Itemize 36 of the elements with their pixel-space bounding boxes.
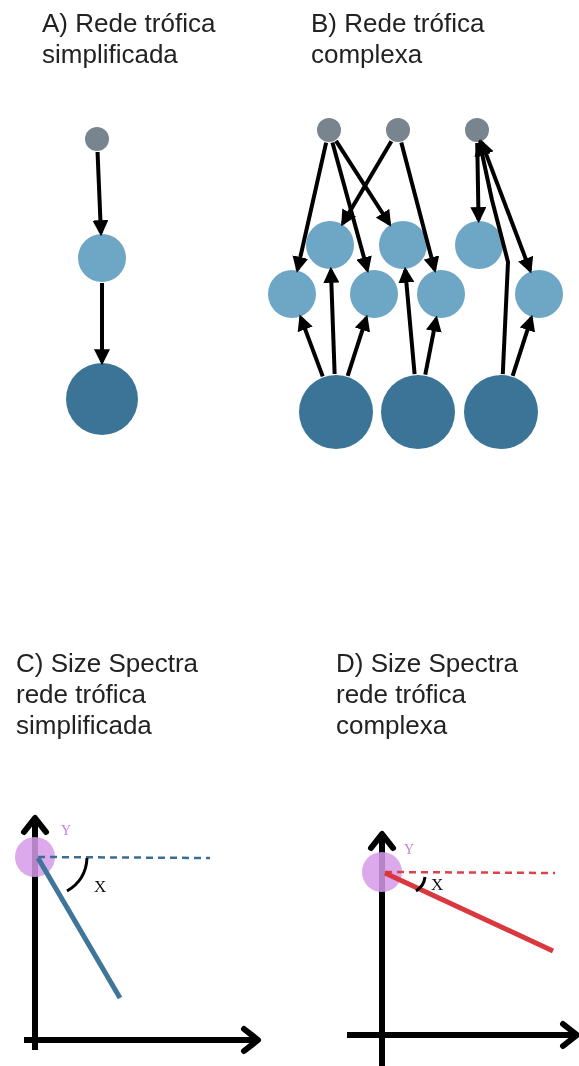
arrow <box>399 142 440 273</box>
panel-title: A) Rede trófica simplificada <box>42 8 217 70</box>
species-circle <box>379 221 427 269</box>
arrow <box>345 314 371 377</box>
axis-label: X <box>431 876 444 893</box>
species-circle <box>350 270 398 318</box>
arrow <box>478 139 534 274</box>
species-circle <box>78 234 126 282</box>
axis-label: X <box>94 878 107 895</box>
arrow <box>510 314 536 377</box>
species-circle <box>85 127 109 151</box>
species-circle <box>455 221 503 269</box>
panel-title: C) Size Spectra rede trófica simplificada <box>16 648 200 741</box>
arrow <box>334 139 392 227</box>
panel-title: B) Rede trófica complexa <box>311 8 486 70</box>
arrow <box>323 266 340 375</box>
arrow <box>94 283 110 366</box>
arrow <box>330 142 372 273</box>
axis-label: Y <box>404 843 415 857</box>
arrow <box>423 315 442 376</box>
arrow <box>470 142 487 224</box>
arrow <box>398 266 417 375</box>
species-circle <box>317 118 341 142</box>
species-circle <box>515 270 563 318</box>
species-circle <box>268 270 316 318</box>
panel-title: D) Size Spectra rede trófica complexa <box>336 648 520 741</box>
arrow <box>92 151 109 237</box>
arrow <box>297 314 325 378</box>
species-circle <box>306 221 354 269</box>
axis-label: Y <box>61 824 72 838</box>
arrow <box>341 140 394 227</box>
species-circle <box>465 118 489 142</box>
arrow <box>474 139 510 375</box>
species-circle <box>386 118 410 142</box>
arrow <box>292 142 329 273</box>
species-circle <box>417 270 465 318</box>
